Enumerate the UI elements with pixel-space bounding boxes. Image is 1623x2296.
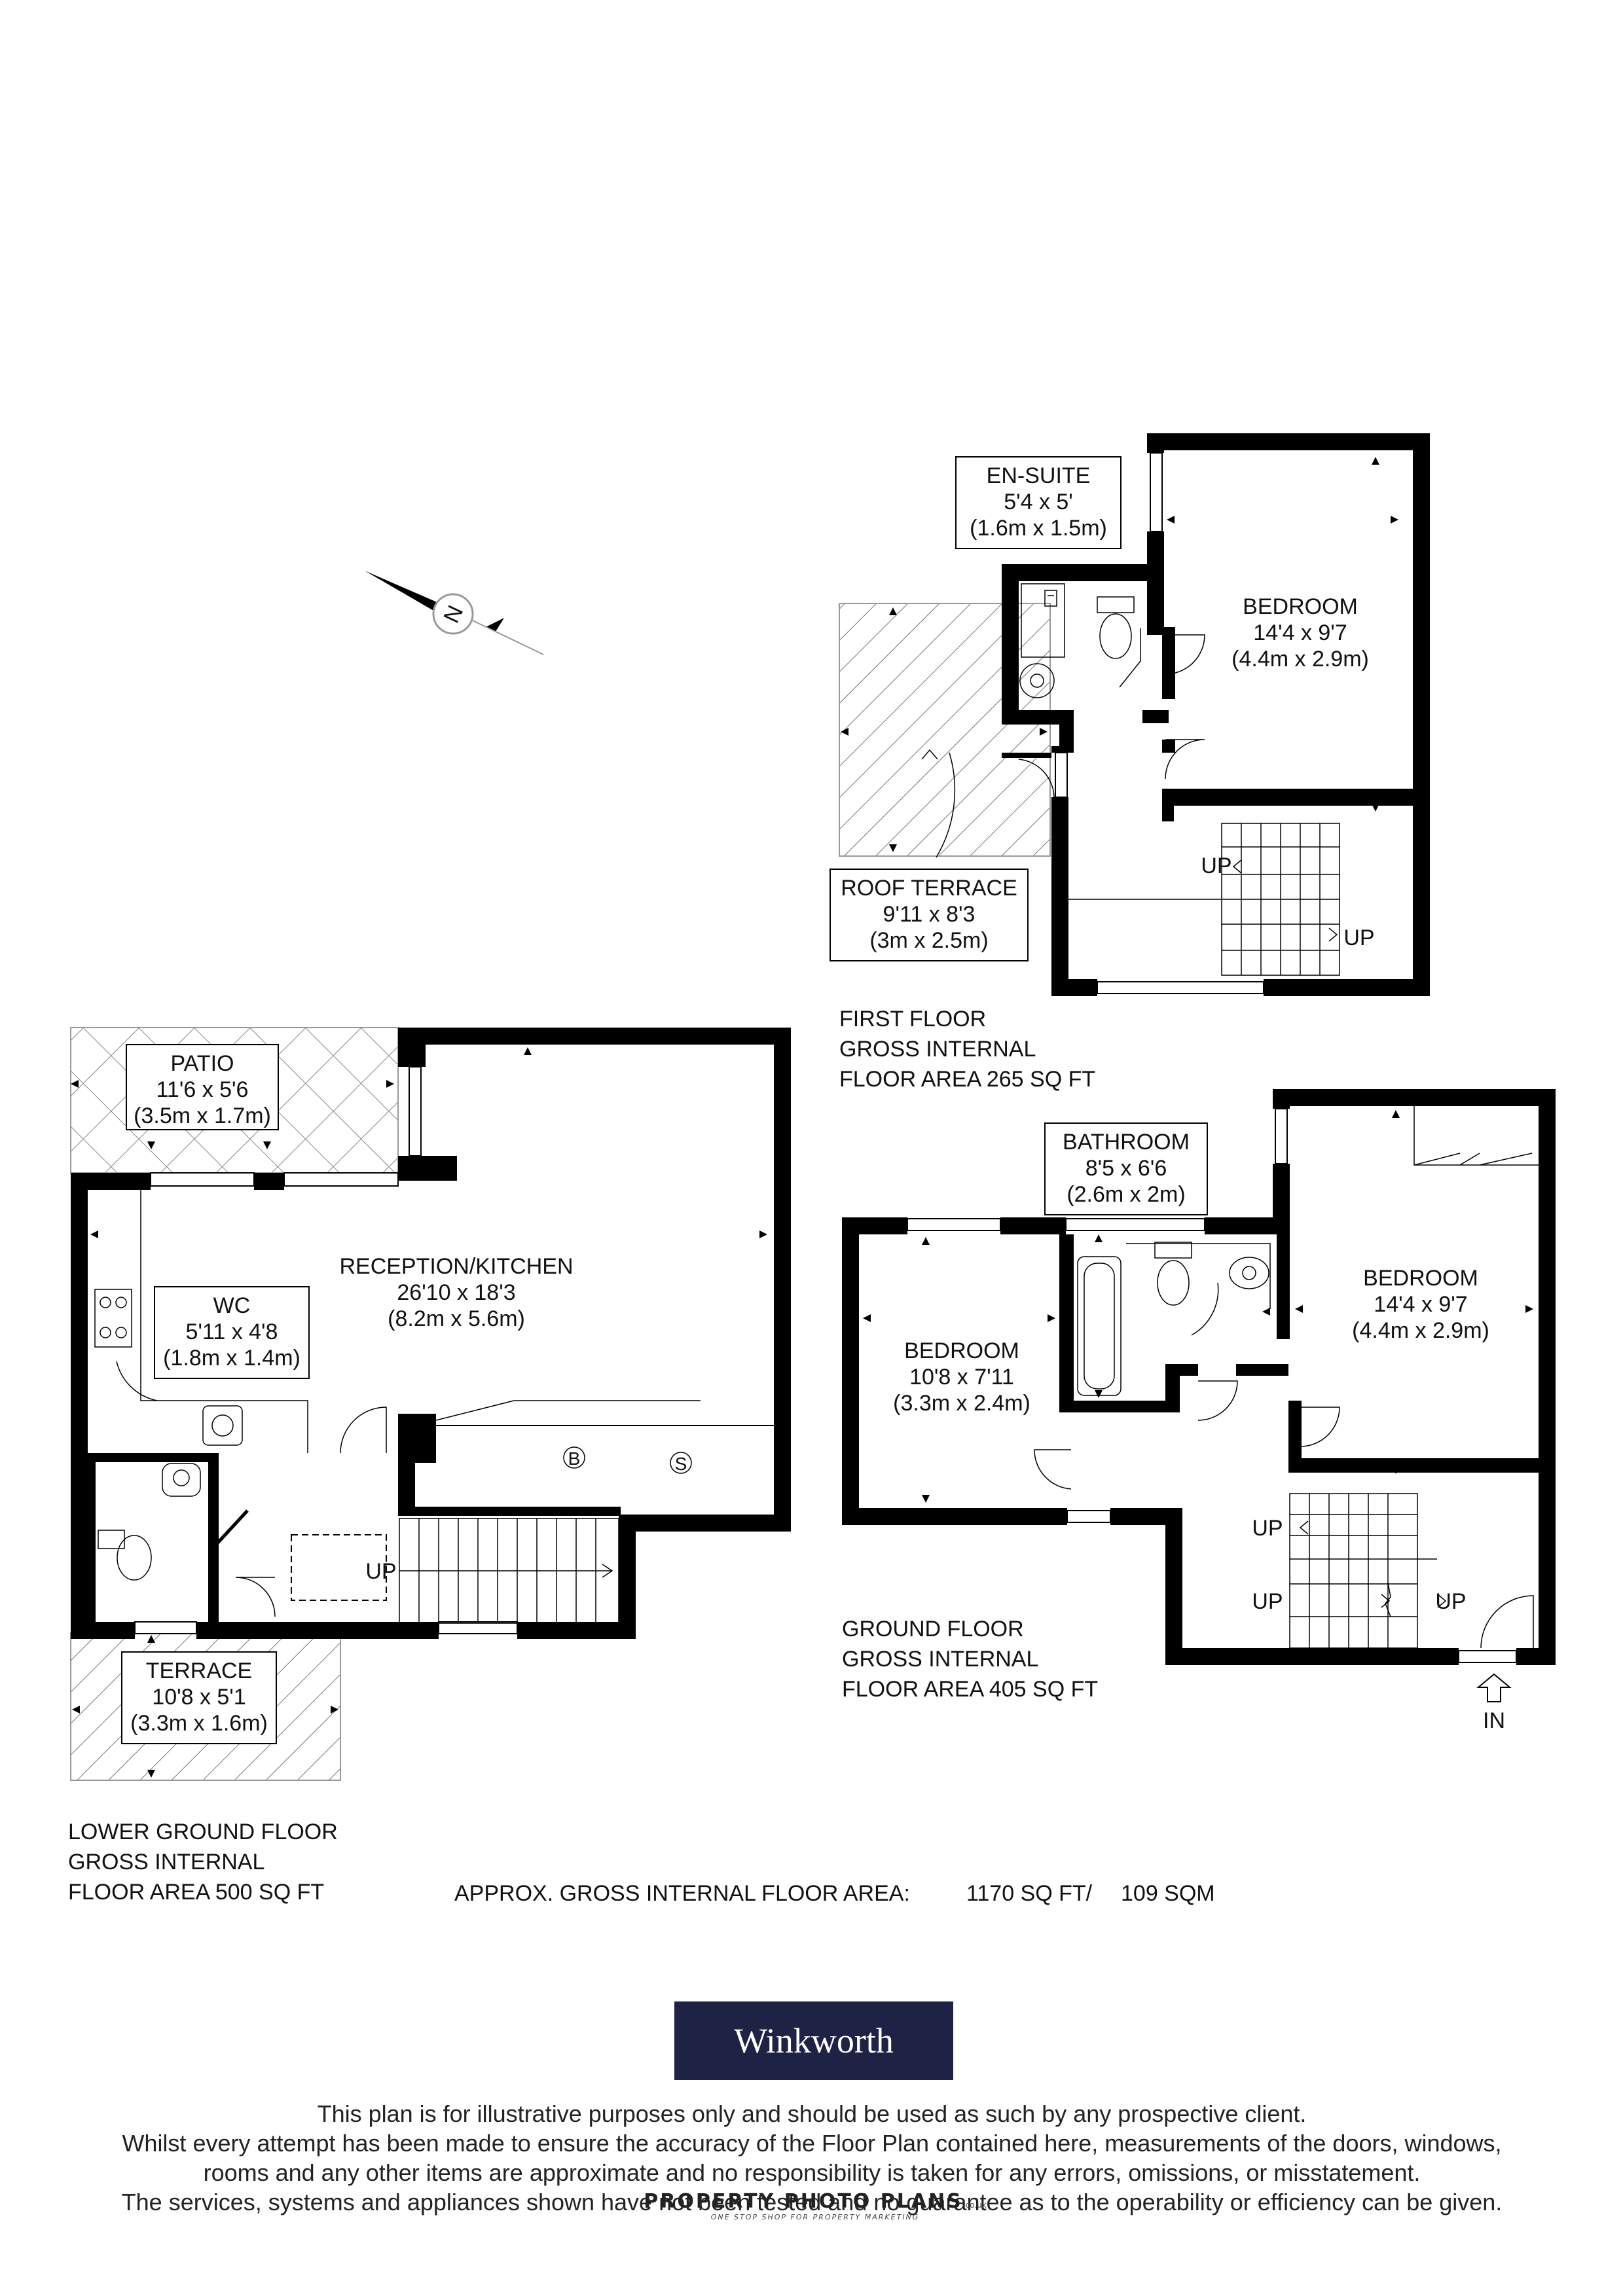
boiler-label: B bbox=[568, 1448, 581, 1469]
total-area-label: APPROX. GROSS INTERNAL FLOOR AREA: bbox=[454, 1881, 910, 1906]
patio-size-metric: (3.5m x 1.7m) bbox=[134, 1103, 271, 1128]
disclaimer-line-2: Whilst every attempt has been made to en… bbox=[122, 2130, 1502, 2157]
lower-ground-up-label: UP bbox=[365, 1559, 396, 1584]
first-bedroom-name: BEDROOM bbox=[1243, 594, 1358, 619]
disclaimer: This plan is for illustrative purposes o… bbox=[26, 2099, 1597, 2217]
ppp-logo-text: PROPERTY PHOTO PLANS bbox=[644, 2190, 963, 2213]
first-up-label-1: UP bbox=[1201, 853, 1231, 878]
entrance-label: IN bbox=[1483, 1708, 1505, 1733]
first-bedroom-size-metric: (4.4m x 2.9m) bbox=[1231, 647, 1369, 672]
reception-name: RECEPTION/KITCHEN bbox=[339, 1254, 573, 1279]
first-floor-title-1: FIRST FLOOR bbox=[839, 1007, 986, 1031]
compass: N bbox=[365, 571, 544, 655]
ground-up-label-3: UP bbox=[1435, 1589, 1466, 1614]
ground-floor-stairs bbox=[1289, 1493, 1447, 1649]
disclaimer-line-1: This plan is for illustrative purposes o… bbox=[317, 2100, 1307, 2127]
total-area-sqm: 109 SQM bbox=[1121, 1881, 1215, 1906]
ppp-logo-tagline: ONE STOP SHOP FOR PROPERTY MARKETING bbox=[710, 2213, 920, 2221]
reception-size-imperial: 26'10 x 18'3 bbox=[397, 1280, 515, 1305]
ppp-logo-domain: .co.uk bbox=[962, 2200, 987, 2210]
wc-name: WC bbox=[213, 1293, 251, 1318]
ground-bedroom-left-size-metric: (3.3m x 2.4m) bbox=[893, 1391, 1030, 1416]
ground-bedroom-left-size-imperial: 10'8 x 7'11 bbox=[909, 1365, 1014, 1390]
lower-ground-floor-title-3: FLOOR AREA 500 SQ FT bbox=[68, 1880, 324, 1905]
ground-up-label-1: UP bbox=[1252, 1516, 1283, 1541]
ground-floor-plan: BATHROOM 8'5 x 6'6 (2.6m x 2m) BEDROOM 1… bbox=[842, 1089, 1556, 1733]
disclaimer-line-3: rooms and any other items are approximat… bbox=[203, 2159, 1421, 2186]
terrace-size-metric: (3.3m x 1.6m) bbox=[130, 1711, 268, 1736]
first-floor-plan: EN-SUITE 5'4 x 5' (1.6m x 1.5m) BEDROOM … bbox=[830, 433, 1430, 1092]
wc-size-metric: (1.8m x 1.4m) bbox=[163, 1346, 301, 1371]
terrace-size-imperial: 10'8 x 5'1 bbox=[152, 1685, 246, 1710]
winkworth-logo: Winkworth bbox=[674, 2001, 953, 2080]
ground-bedroom-right-name: BEDROOM bbox=[1363, 1266, 1478, 1291]
first-floor-title-3: FLOOR AREA 265 SQ FT bbox=[839, 1067, 1095, 1092]
ground-bedroom-left-name: BEDROOM bbox=[904, 1338, 1019, 1363]
wc-size-imperial: 5'11 x 4'8 bbox=[186, 1319, 278, 1344]
bathroom-size-imperial: 8'5 x 6'6 bbox=[1085, 1156, 1167, 1181]
entrance-arrow-icon bbox=[1476, 1673, 1512, 1702]
compass-needle bbox=[365, 571, 440, 611]
brand-name: Winkworth bbox=[734, 2021, 894, 2060]
first-floor-title-2: GROSS INTERNAL bbox=[839, 1037, 1036, 1062]
lower-ground-floor-title-2: GROSS INTERNAL bbox=[68, 1850, 264, 1874]
first-up-label-2: UP bbox=[1343, 925, 1374, 950]
ground-floor-title-1: GROUND FLOOR bbox=[842, 1617, 1024, 1641]
store-label: S bbox=[675, 1454, 687, 1474]
roof-terrace-size-metric: (3m x 2.5m) bbox=[869, 928, 988, 953]
property-photo-plans-logo: PROPERTY PHOTO PLANS.co.uk ONE STOP SHOP… bbox=[632, 2190, 998, 2221]
roof-terrace-name: ROOF TERRACE bbox=[841, 876, 1017, 901]
ground-floor-title-3: FLOOR AREA 405 SQ FT bbox=[842, 1677, 1098, 1702]
ground-floor-title-2: GROSS INTERNAL bbox=[842, 1647, 1038, 1672]
terrace-name: TERRACE bbox=[146, 1659, 252, 1683]
total-area-sqft: 1170 SQ FT/ bbox=[966, 1881, 1093, 1906]
lower-ground-stairs bbox=[399, 1518, 619, 1624]
ensuite-size-imperial: 5'4 x 5' bbox=[1004, 490, 1073, 514]
ground-up-label-2: UP bbox=[1252, 1589, 1283, 1614]
first-floor-stairs bbox=[1067, 823, 1340, 976]
compass-circle bbox=[432, 593, 474, 635]
patio-size-imperial: 11'6 x 5'6 bbox=[156, 1077, 249, 1102]
bathroom-name: BATHROOM bbox=[1063, 1130, 1190, 1155]
ground-bedroom-right-size-metric: (4.4m x 2.9m) bbox=[1352, 1318, 1489, 1343]
ensuite-size-metric: (1.6m x 1.5m) bbox=[970, 516, 1107, 541]
reception-size-metric: (8.2m x 5.6m) bbox=[388, 1306, 525, 1331]
bathroom-size-metric: (2.6m x 2m) bbox=[1067, 1182, 1185, 1207]
first-bedroom-size-imperial: 14'4 x 9'7 bbox=[1253, 620, 1347, 645]
ensuite-name: EN-SUITE bbox=[987, 463, 1091, 488]
roof-terrace-size-imperial: 9'11 x 8'3 bbox=[883, 902, 976, 927]
patio-name: PATIO bbox=[171, 1051, 234, 1076]
ground-bedroom-right-size-imperial: 14'4 x 9'7 bbox=[1374, 1292, 1467, 1317]
lower-ground-floor-title-1: LOWER GROUND FLOOR bbox=[68, 1820, 338, 1844]
disclaimer-line-4: The services, systems and appliances sho… bbox=[121, 2189, 1503, 2215]
lower-ground-floor-plan: PATIO 11'6 x 5'6 (3.5m x 1.7m) RECEPTION… bbox=[70, 1027, 791, 1781]
